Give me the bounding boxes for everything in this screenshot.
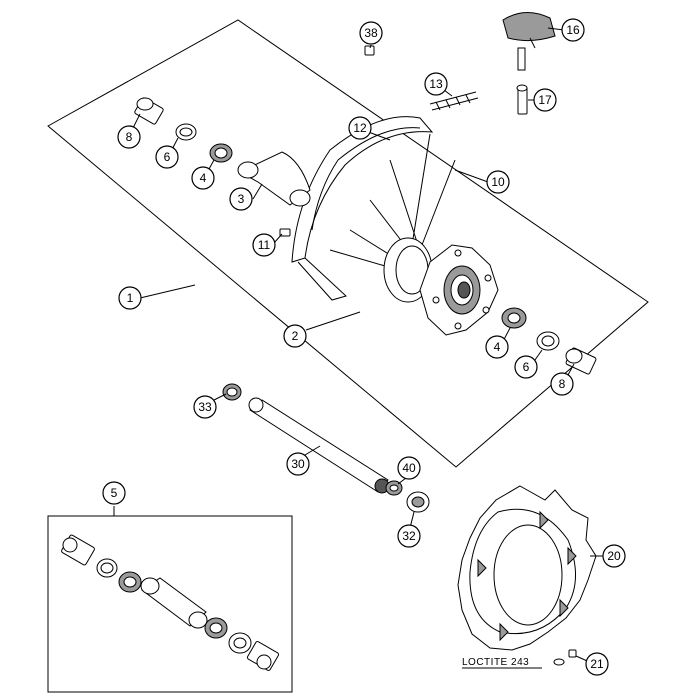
- callout-17: 17: [533, 88, 557, 112]
- screw-38: [364, 45, 375, 56]
- seal-6-left: [175, 123, 197, 141]
- axle-30: [248, 397, 390, 494]
- svg-text:6: 6: [164, 150, 171, 164]
- svg-text:4: 4: [494, 340, 501, 354]
- svg-text:38: 38: [364, 26, 378, 40]
- svg-text:3: 3: [238, 192, 245, 206]
- bearing-4-right: [501, 307, 527, 329]
- callout-30: 30: [286, 452, 310, 476]
- bearing-kit-box: [47, 515, 293, 693]
- svg-text:8: 8: [559, 377, 566, 391]
- svg-text:5: 5: [111, 486, 118, 500]
- svg-text:4: 4: [200, 171, 207, 185]
- callout-12: 12: [348, 116, 372, 140]
- svg-text:20: 20: [607, 549, 621, 563]
- nut-33: [222, 383, 242, 401]
- callout-20: 20: [602, 544, 626, 568]
- brake-disc-20: [457, 485, 597, 651]
- svg-text:2: 2: [292, 329, 299, 343]
- spacer-8-right: [565, 347, 597, 375]
- callout-10: 10: [486, 170, 510, 194]
- svg-text:13: 13: [429, 77, 443, 91]
- svg-text:6: 6: [523, 360, 530, 374]
- bearing-kit-parts: [61, 534, 280, 671]
- nut-32: [406, 491, 430, 513]
- svg-text:32: 32: [402, 529, 416, 543]
- callout-40: 40: [397, 456, 421, 480]
- spokes: [329, 133, 456, 269]
- washer-40: [385, 480, 403, 496]
- svg-text:30: 30: [291, 457, 305, 471]
- callout-4-right: 4: [485, 335, 509, 359]
- wheel-assembly-frame: [47, 19, 649, 468]
- svg-text:21: 21: [590, 657, 604, 671]
- callout-16: 16: [561, 18, 585, 42]
- callout-8-left: 8: [117, 125, 141, 149]
- svg-text:16: 16: [566, 23, 580, 37]
- svg-text:33: 33: [198, 400, 212, 414]
- callout-13: 13: [424, 72, 448, 96]
- callout-2: 2: [283, 324, 307, 348]
- callout-6-right: 6: [514, 355, 538, 379]
- svg-text:17: 17: [538, 93, 552, 107]
- screw-21: [553, 649, 577, 666]
- callout-32: 32: [397, 524, 421, 548]
- callout-33: 33: [193, 395, 217, 419]
- callout-1: 1: [118, 286, 142, 310]
- callout-8-right: 8: [550, 372, 574, 396]
- seal-6-right: [536, 331, 560, 351]
- svg-text:40: 40: [402, 461, 416, 475]
- bearing-4-left: [209, 143, 233, 163]
- svg-text:11: 11: [258, 238, 271, 252]
- callout-6-left: 6: [155, 145, 179, 169]
- svg-text:12: 12: [353, 121, 367, 135]
- nipple-11: [279, 228, 291, 237]
- rim-tape-13: [429, 91, 479, 111]
- rim: [291, 116, 434, 301]
- callout-5: 5: [102, 481, 126, 505]
- hub: [383, 237, 499, 336]
- callout-11: 11: [252, 233, 276, 257]
- spacer-tube-3: [237, 151, 311, 207]
- callout-3: 3: [229, 187, 253, 211]
- spacer-8-left: [134, 97, 164, 125]
- valve-cap-17: [516, 84, 528, 115]
- svg-text:10: 10: [491, 175, 505, 189]
- svg-text:8: 8: [126, 130, 133, 144]
- callout-38: 38: [359, 21, 383, 45]
- valve-16: [502, 12, 556, 71]
- svg-text:1: 1: [127, 291, 134, 305]
- loctite-label: LOCTITE 243: [462, 657, 529, 668]
- callout-4-left: 4: [191, 166, 215, 190]
- callout-21: 21: [585, 652, 609, 676]
